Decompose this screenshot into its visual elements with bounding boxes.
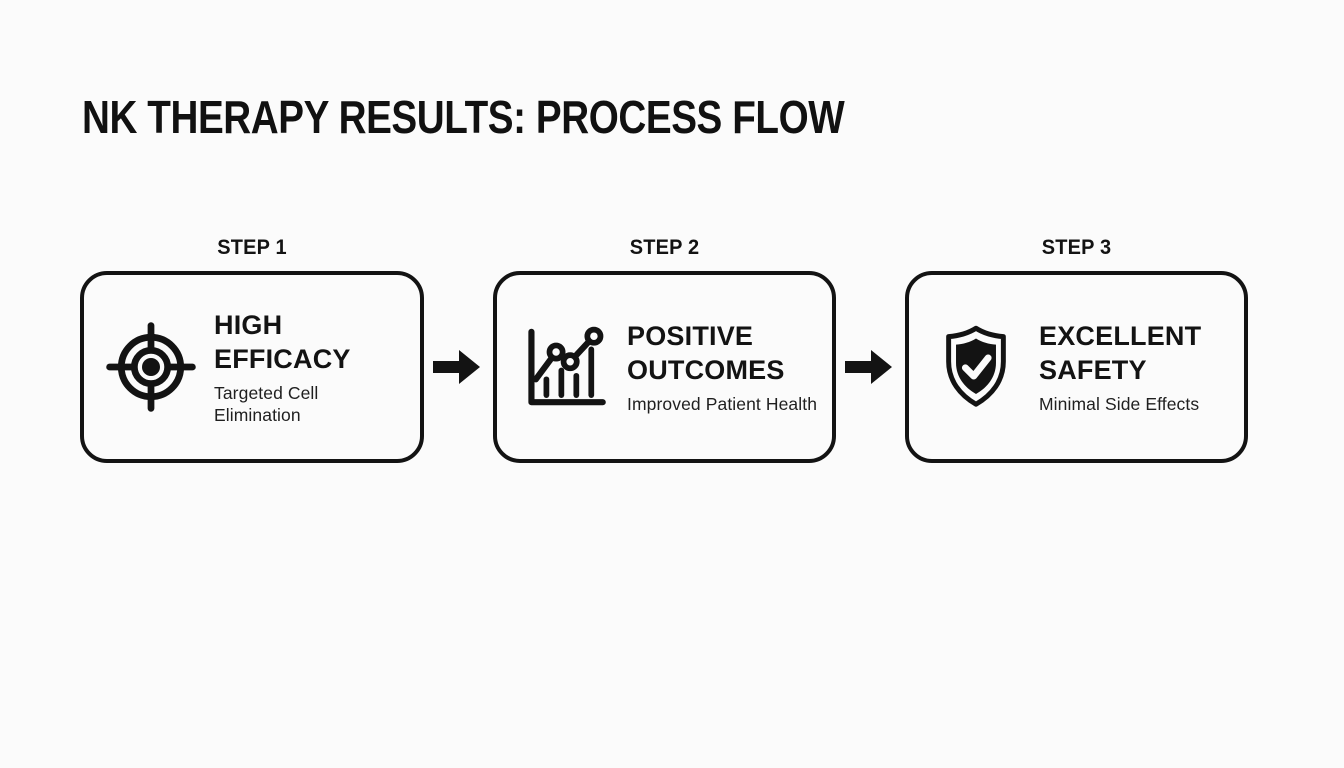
- step-3: STEP 3 EXCELLENT SAFETY Minimal Side Eff…: [905, 236, 1248, 463]
- step-2: STEP 2: [493, 236, 836, 463]
- step-1-label: STEP 1: [217, 236, 287, 259]
- step-1-heading-line1: HIGH: [214, 310, 283, 340]
- step-1: STEP 1 HIGH EFFI: [80, 236, 424, 463]
- page-title: NK THERAPY RESULTS: PROCESS FLOW: [82, 91, 845, 143]
- step-1-subtitle: Targeted Cell Elimination: [214, 383, 319, 425]
- step-3-box: EXCELLENT SAFETY Minimal Side Effects: [905, 271, 1248, 463]
- step-3-label: STEP 3: [1041, 236, 1112, 259]
- step-3-heading-line2: SAFETY: [1039, 355, 1147, 385]
- step-2-heading: POSITIVE OUTCOMES: [627, 319, 817, 387]
- step-3-heading-line1: EXCELLENT: [1039, 321, 1202, 351]
- shield-check-icon: [931, 321, 1021, 413]
- step-2-label: STEP 2: [629, 236, 700, 259]
- step-1-heading-line2: EFFICACY: [214, 344, 351, 374]
- target-icon: [106, 321, 196, 413]
- step-3-heading: EXCELLENT SAFETY: [1039, 319, 1201, 387]
- step-2-box: POSITIVE OUTCOMES Improved Patient Healt…: [493, 271, 836, 463]
- step-3-subtitle: Minimal Side Effects: [1039, 394, 1200, 414]
- step-1-heading: HIGH EFFICACY: [214, 308, 410, 376]
- step-1-box: HIGH EFFICACY Targeted Cell Elimination: [80, 271, 424, 463]
- bar-chart-icon: [519, 321, 609, 413]
- arrow-right-icon: [845, 347, 892, 387]
- step-2-heading-line2: OUTCOMES: [627, 355, 785, 385]
- step-2-subtitle: Improved Patient Health: [627, 394, 818, 414]
- arrow-right-icon: [433, 347, 480, 387]
- step-2-heading-line1: POSITIVE: [627, 321, 754, 351]
